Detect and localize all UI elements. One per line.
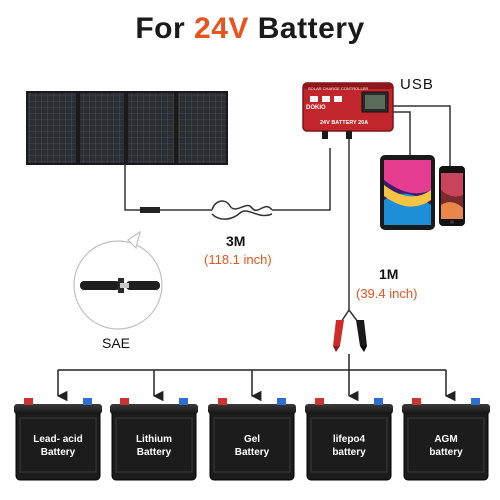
battery-4: lifepo4 battery xyxy=(305,398,393,481)
charge-controller: SOLAR CHARGE CONTROLLER DOKIO 24V BATTER… xyxy=(302,82,394,139)
solar-panel-section-2 xyxy=(78,91,126,165)
solar-panel-section-4 xyxy=(176,91,228,165)
battery-case xyxy=(15,409,101,481)
battery-label-line2: battery xyxy=(429,447,463,458)
solar-panel xyxy=(26,91,228,165)
battery-terminal-negative xyxy=(374,398,383,405)
battery-label-line2: Battery xyxy=(235,447,270,458)
battery-lid xyxy=(110,404,198,414)
battery-label-line1: Gel xyxy=(244,434,260,445)
battery-label-line1: Lithium xyxy=(136,434,172,445)
controller-model-text: 24V BATTERY 20A xyxy=(320,120,368,126)
battery-label-line1: Lead- acid xyxy=(33,434,82,445)
tablet xyxy=(380,155,435,230)
page-title: For 24V Battery xyxy=(135,12,365,45)
sae-connector-left xyxy=(80,281,120,290)
battery-terminal-negative xyxy=(471,398,480,405)
battery-lid xyxy=(14,404,102,414)
battery-5: AGM battery xyxy=(402,398,490,481)
usb-cables xyxy=(393,105,451,168)
battery-label-line2: battery xyxy=(332,447,366,458)
usb-label: USB xyxy=(400,76,434,93)
cable1-length-label: 3M xyxy=(226,233,246,249)
battery-terminal-positive xyxy=(24,398,33,405)
sae-label: SAE xyxy=(102,335,131,351)
battery-terminal-positive xyxy=(412,398,421,405)
panel-cable xyxy=(124,148,331,220)
battery-row: Lead- acidBatteryLithiumBatteryGelBatter… xyxy=(14,398,490,481)
battery-case xyxy=(209,409,295,481)
controller-battery-terminal xyxy=(346,131,352,139)
battery-label-line2: Battery xyxy=(137,447,172,458)
controller-header-text: SOLAR CHARGE CONTROLLER xyxy=(308,86,368,91)
clip-positive xyxy=(333,320,344,346)
battery-lid xyxy=(208,404,296,414)
title-voltage-accent: 24V xyxy=(194,12,249,45)
battery-lid xyxy=(305,404,393,414)
controller-brand-text: DOKIO xyxy=(306,105,326,111)
battery-label-line1: AGM xyxy=(434,434,457,445)
controller-pv-terminal xyxy=(322,131,328,139)
battery-terminal-positive xyxy=(120,398,129,405)
battery-label-line2: Battery xyxy=(41,447,76,458)
solar-panel-section-3 xyxy=(126,91,176,165)
cable-connector xyxy=(140,207,160,213)
cable1-imperial-label: (118.1 inch) xyxy=(204,252,272,267)
clip-negative xyxy=(356,320,367,346)
battery-bus xyxy=(56,354,456,402)
cable2-imperial-label: (39.4 inch) xyxy=(356,286,418,301)
sae-connector-inset xyxy=(73,230,163,330)
cable-coil xyxy=(211,200,273,212)
battery-label-line1: lifepo4 xyxy=(333,434,366,445)
smartphone xyxy=(439,166,465,226)
alligator-clips xyxy=(333,320,367,352)
battery-terminal-positive xyxy=(315,398,324,405)
battery-lid xyxy=(402,404,490,414)
battery-terminal-negative xyxy=(277,398,286,405)
battery-terminal-negative xyxy=(83,398,92,405)
battery-case xyxy=(111,409,197,481)
sae-connector-right xyxy=(126,281,160,290)
battery-case xyxy=(306,409,392,481)
cable2-length-label: 1M xyxy=(379,266,399,282)
battery-terminal-positive xyxy=(218,398,227,405)
solar-panel-section-1 xyxy=(26,91,78,165)
battery-terminal-negative xyxy=(179,398,188,405)
battery-case xyxy=(403,409,489,481)
